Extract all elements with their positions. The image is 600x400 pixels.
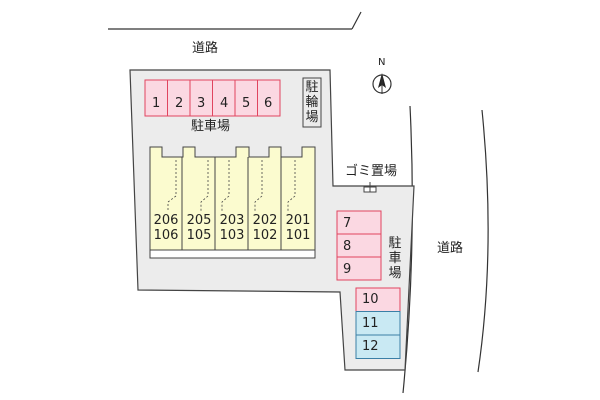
parking-slot [257,79,281,117]
parking-lower-group [355,287,401,359]
parking-label-main: 駐車場 [191,119,231,134]
parking-slot-label: 10 [362,292,379,307]
unit-upper: 205 [186,213,212,228]
balcony [149,249,316,259]
parking-slot-label: 2 [175,96,184,111]
stair-line [221,160,230,212]
unit-upper: 201 [285,213,311,228]
unit-lower: 101 [285,228,311,243]
road-label-top: 道路 [192,41,219,56]
road-label-right: 道路 [437,241,464,256]
unit-lower: 106 [153,228,179,243]
unit-label: 203 103 [216,213,248,243]
parking-slot-label: 11 [362,316,379,331]
unit-upper: 202 [252,213,278,228]
parking-slot-label: 9 [343,262,352,277]
garbage-label: ゴミ置場 [345,164,398,179]
parking-label-right: 駐車場 [388,236,402,281]
parking-right-group [336,210,382,281]
parking-slot-label: 1 [152,96,161,111]
stair-line [287,160,296,212]
stair-line [167,160,177,212]
unit-lower: 102 [252,228,278,243]
unit-label: 201 101 [282,213,314,243]
unit-label: 202 102 [249,213,281,243]
parking-slot-label: 4 [220,96,229,111]
north-compass-icon [372,73,392,94]
stair-line [200,160,209,212]
bicycle-parking-box [302,77,322,128]
parking-slot-label: 3 [197,96,206,111]
unit-label: 206 106 [150,213,182,243]
unit-lower: 103 [219,228,245,243]
unit-upper: 203 [219,213,245,228]
road-edge-right-outer [477,109,489,373]
parking-slot-label: 5 [242,96,251,111]
stair-line [254,160,263,212]
bicycle-parking-label: 駐輪場 [305,80,319,125]
parking-top-group [144,79,281,117]
unit-upper: 206 [153,213,179,228]
unit-lower: 105 [186,228,212,243]
parking-slot-label: 12 [362,339,379,354]
parking-slot-label: 6 [264,96,273,111]
north-label: N [378,57,386,68]
road-edge-top-end [351,11,362,30]
parking-slot [336,256,382,281]
parking-slot-label: 8 [343,239,352,254]
parking-slot-label: 7 [343,216,352,231]
apartment-building [149,146,316,251]
unit-label: 205 105 [183,213,215,243]
parking-slot [355,334,401,359]
